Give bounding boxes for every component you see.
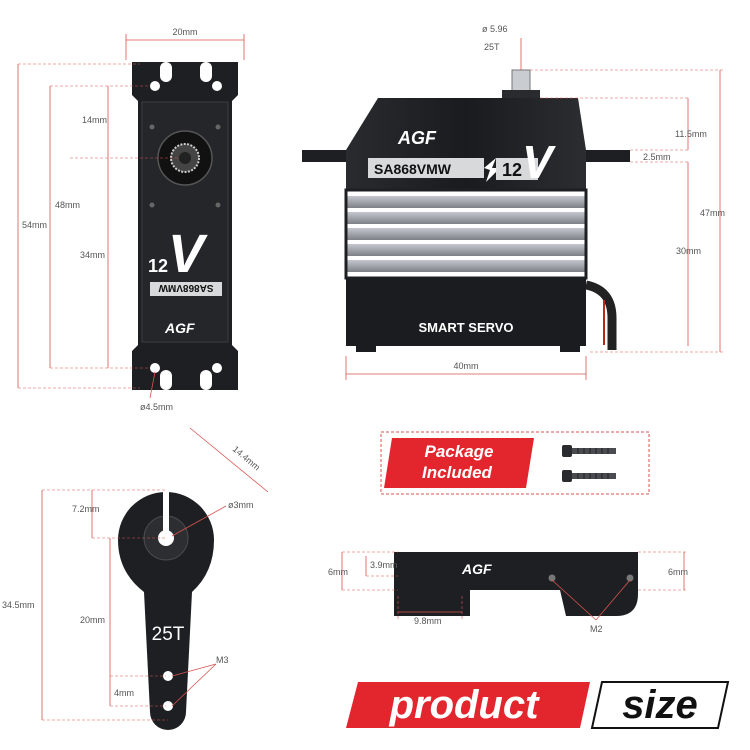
side-cooling-fins (344, 188, 588, 280)
screw-3 (149, 202, 155, 208)
dim-m3-label: M3 (216, 655, 229, 665)
servo-horn: 25T 14.4mm 34.5mm 7.2mm 20mm 4mm ø3mm M3 (2, 427, 269, 730)
side-model: SA868VMW (374, 161, 452, 177)
dim-6-left-label: 6mm (328, 567, 348, 577)
side-product-name: SMART SERVO (418, 320, 513, 335)
package-included: Package Included (380, 431, 650, 495)
side-logo: AGF (397, 128, 437, 148)
dim-20-label: 20mm (172, 27, 197, 37)
side-voltage-plate (496, 158, 538, 180)
dim-47-label: 47mm (700, 208, 725, 218)
top-hole-right (212, 81, 222, 91)
top-view-model: SA868VMW (158, 282, 214, 293)
top-view-v: V (168, 224, 208, 284)
dim-3-label: ø3mm (228, 500, 254, 510)
top-hole-left (150, 81, 160, 91)
side-view: AGF SA868VMW 12 V SMART SERVO ø 5.96 25T… (302, 24, 725, 380)
dim-3-leader (171, 505, 227, 537)
fin (346, 228, 586, 240)
dim-30-label: 30mm (676, 246, 701, 256)
dim-m2-label: M2 (590, 624, 603, 634)
side-tab-right (586, 150, 630, 162)
bracket-hole-1 (548, 574, 556, 582)
banner-product-bg (346, 682, 590, 728)
dim-34-label: 34mm (80, 250, 105, 260)
package-line2: Included (422, 463, 493, 482)
banner-product-word: product (389, 683, 541, 727)
side-voltage-v: V (522, 136, 556, 188)
dim-4-label: 4mm (114, 688, 134, 698)
bottom-ear-slot-right (200, 370, 212, 390)
horn-center-hole (158, 530, 174, 546)
dim-14-label: 14mm (82, 115, 107, 125)
banner-size-bg (590, 681, 730, 729)
screw-icon-2 (562, 470, 616, 482)
fin (346, 212, 586, 224)
dim-3-9-label: 3.9mm (370, 560, 398, 570)
dim-spline-label: 25T (484, 42, 500, 52)
dim-54-label: 54mm (22, 220, 47, 230)
dim-hole-leader (149, 371, 156, 399)
dim-11-5-label: 11.5mm (675, 129, 707, 139)
package-line1: Package (425, 442, 494, 461)
dim-6-right-label: 6mm (668, 567, 688, 577)
dim-40-label: 40mm (453, 361, 478, 371)
top-ear-slot-right (200, 62, 212, 82)
bracket-hole-2 (626, 574, 634, 582)
screw-icon-1 (562, 445, 616, 457)
dim-m3-leader-2 (171, 663, 217, 707)
side-foot-left (356, 346, 376, 352)
side-voltage: 12 (502, 160, 522, 180)
dim-7-2-label: 7.2mm (72, 504, 100, 514)
dim-2-5-label: 2.5mm (643, 152, 671, 162)
fin (346, 260, 586, 272)
fin (346, 244, 586, 256)
top-view-12: 12 (148, 256, 168, 276)
dim-shaft-label: ø 5.96 (482, 24, 508, 34)
horn-body (118, 492, 214, 730)
top-plate (141, 101, 229, 343)
top-ear-slot-left (160, 62, 172, 82)
fin (346, 196, 586, 208)
side-model-plate (368, 158, 484, 178)
horn-split-slot (163, 492, 169, 536)
bottom-hole-left (150, 363, 160, 373)
side-bolt-icon (484, 158, 500, 182)
horn-hole-2 (163, 701, 173, 711)
side-shaft-spline (511, 69, 531, 93)
screw-2 (215, 124, 221, 130)
screw-1 (149, 124, 155, 130)
output-shaft-center (179, 152, 191, 164)
side-foot-right (560, 346, 580, 352)
bracket-logo: AGF (461, 561, 492, 577)
side-shaft-collar (502, 90, 540, 100)
screw-4 (215, 202, 221, 208)
banner-size-word: size (622, 683, 698, 727)
dim-20-horn-label: 20mm (80, 615, 105, 625)
dim-48-label: 48mm (55, 200, 80, 210)
dim-hole-label: ø4.5mm (140, 402, 173, 412)
side-cable (584, 280, 617, 350)
horn-hole-1 (163, 671, 173, 681)
horn-spline-text: 25T (152, 624, 185, 645)
dim-9-8-label: 9.8mm (414, 616, 442, 626)
bracket: AGF 6mm 3.9mm 9.8mm 6mm M2 (328, 551, 688, 634)
dim-m2-leader-1 (551, 579, 597, 621)
top-view-model-plate (150, 282, 222, 296)
dim-14-4-line (189, 427, 269, 493)
top-view: V 12 SA868VMW AGF 20mm 54mm 48mm 14mm 34… (17, 27, 245, 412)
bottom-ear-slot-left (160, 370, 172, 390)
side-bottom-case (346, 278, 586, 346)
dim-m2-leader-2 (595, 579, 631, 621)
product-size-banner: product size (346, 681, 730, 729)
bottom-hole-right (212, 363, 222, 373)
dim-34-5-label: 34.5mm (2, 600, 35, 610)
package-badge (384, 438, 534, 488)
dim-m3-leader-1 (171, 663, 217, 677)
top-view-logo: AGF (164, 320, 195, 336)
dim-14-4-label: 14.4mm (231, 444, 262, 473)
side-tab-left (302, 150, 346, 162)
